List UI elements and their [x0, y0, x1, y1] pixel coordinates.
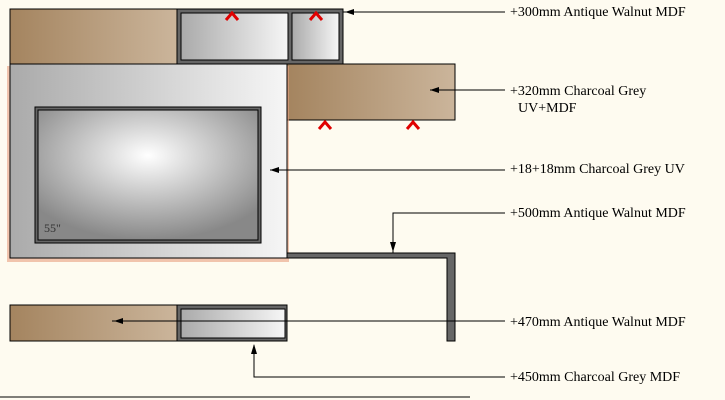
l-shelf [286, 252, 456, 342]
bottom-grey-box [176, 304, 288, 342]
label-shelf-line1: +320mm Charcoal Grey [510, 84, 647, 99]
label-bottom-unit: +470mm Antique Walnut MDF [510, 315, 686, 330]
tv-size-label: 55" [44, 221, 61, 235]
right-walnut-shelf [286, 63, 456, 121]
bottom-walnut-unit [9, 304, 178, 342]
label-wall-panel: +18+18mm Charcoal Grey UV [510, 162, 685, 177]
label-top-cabinet: +300mm Antique Walnut MDF [510, 5, 686, 20]
top-walnut-panel [9, 8, 178, 65]
tv-screen [34, 106, 262, 244]
leader-lines [0, 11, 505, 398]
label-bottom-box: +450mm Charcoal Grey MDF [510, 370, 681, 385]
red-marker-icons [224, 10, 421, 130]
arrowhead-icons [114, 9, 439, 354]
label-l-shelf: +500mm Antique Walnut MDF [510, 206, 686, 221]
label-shelf-line2: UV+MDF [518, 101, 577, 116]
